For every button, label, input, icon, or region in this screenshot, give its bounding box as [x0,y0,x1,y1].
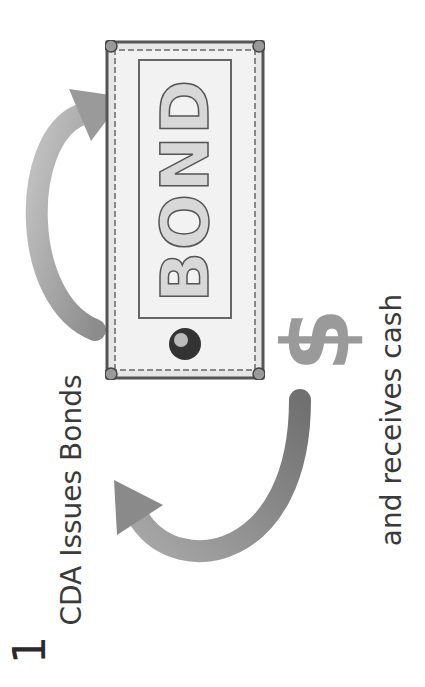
corner-ornament [253,40,265,52]
step-caption: and receives cash [378,294,406,546]
corner-ornament [253,368,265,380]
bond-certificate: BOND [105,40,265,380]
dollar-symbol: $ [272,308,364,372]
corner-ornament [105,368,117,380]
curved-arrow [37,115,95,330]
curved-arrow [140,400,300,551]
globe-seal [169,328,201,360]
arrow-head [114,480,163,535]
callout-number: 1 [8,636,52,664]
corner-ornament [105,40,117,52]
bond-title: BOND [105,40,265,380]
globe-highlight [174,333,188,347]
step-caption: CDA Issues Bonds [58,374,86,625]
